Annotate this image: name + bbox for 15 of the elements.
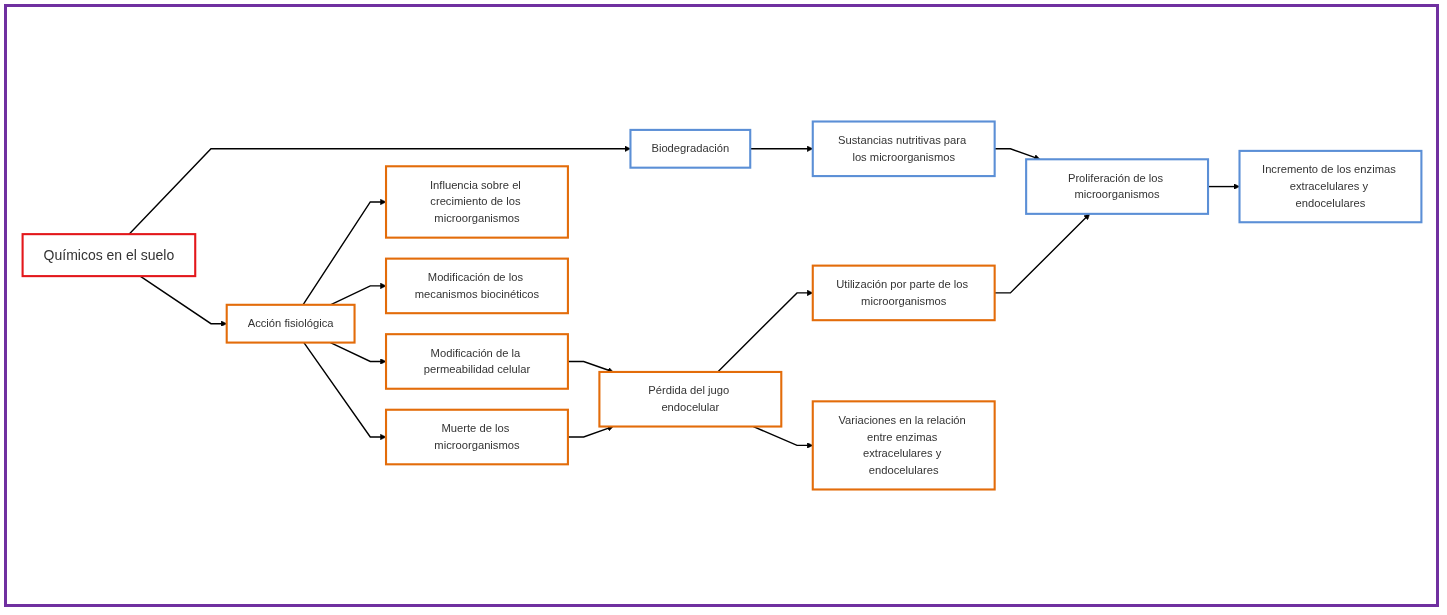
node-box [811, 120, 996, 178]
node-box [225, 303, 356, 344]
node-box [384, 257, 569, 315]
node-box [384, 408, 569, 466]
node-box [1024, 158, 1209, 215]
arrow [749, 145, 813, 152]
node-box [597, 370, 782, 428]
node-box [811, 264, 996, 322]
node-box [21, 233, 196, 278]
node-box [384, 165, 569, 239]
node-box [1237, 149, 1422, 224]
node-box [628, 128, 751, 169]
node-box [811, 400, 996, 491]
node-box [384, 333, 569, 390]
page-border: Químicos en el suelo Biodegradación Sustancias nutritivas para los microorganismos Proliferación de los microorganismos Incremento de los enzimas extracelulares y endocelulares Influencia sobre el crecimiento de los microorganismos Utilización por parte de los microorganismos Acción fisiológica Modificación de los mecanismos biocinéticos Modificación de la permeabilidad celular Pérdida del jugo endocelular Variaciones en la relación entre enzimas extracelulares y endocelulares Muerte de los microorganismos [4, 4, 1439, 607]
